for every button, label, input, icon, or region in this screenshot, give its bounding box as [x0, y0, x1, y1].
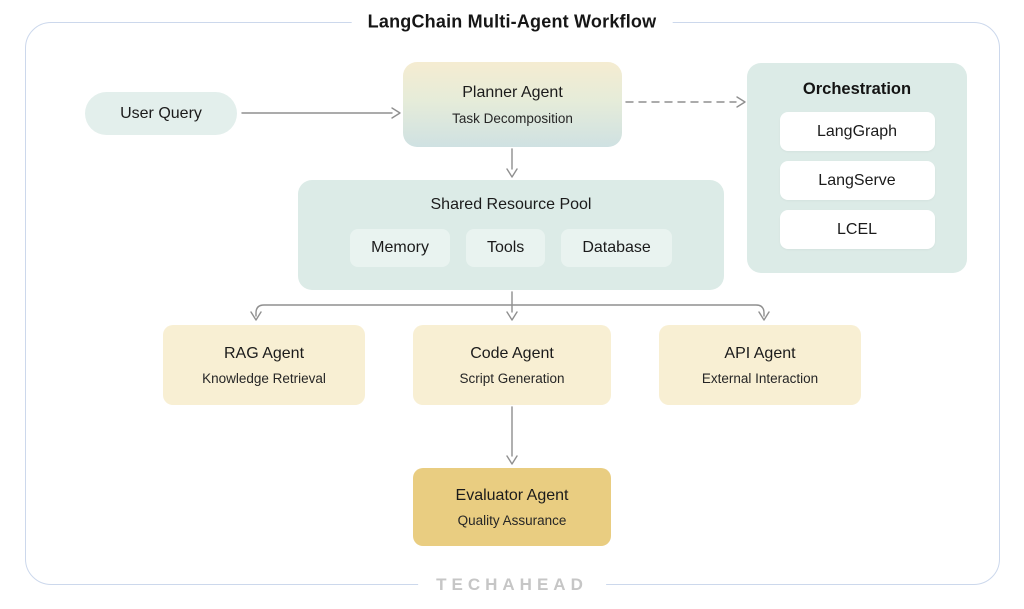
- orchestration-item-langserve: LangServe: [779, 161, 935, 200]
- planner-agent-title: Planner Agent: [462, 83, 563, 101]
- orchestration-title: Orchestration: [802, 80, 912, 98]
- api-agent-title: API Agent: [724, 344, 796, 362]
- api-agent-node: API Agent External Interaction: [659, 325, 861, 405]
- rag-agent-subtitle: Knowledge Retrieval: [202, 370, 326, 386]
- orchestration-item-lcel: LCEL: [779, 210, 935, 249]
- resource-pool-title: Shared Resource Pool: [430, 196, 592, 213]
- user-query-label: User Query: [120, 104, 202, 122]
- memory-chip: Memory: [350, 229, 450, 267]
- orchestration-panel: Orchestration LangGraph LangServe LCEL: [747, 63, 967, 273]
- rag-agent-node: RAG Agent Knowledge Retrieval: [163, 325, 365, 405]
- resource-pool-chips: Memory Tools Database: [350, 229, 672, 267]
- code-agent-node: Code Agent Script Generation: [413, 325, 611, 405]
- evaluator-agent-subtitle: Quality Assurance: [457, 512, 567, 528]
- user-query-node: User Query: [85, 92, 237, 135]
- evaluator-agent-title: Evaluator Agent: [455, 486, 569, 504]
- code-agent-title: Code Agent: [470, 344, 554, 362]
- planner-agent-node: Planner Agent Task Decomposition: [403, 62, 622, 147]
- brand-watermark: TECHAHEAD: [418, 573, 606, 597]
- api-agent-subtitle: External Interaction: [701, 370, 819, 386]
- code-agent-subtitle: Script Generation: [459, 370, 565, 386]
- diagram-title: LangChain Multi-Agent Workflow: [351, 9, 673, 35]
- orchestration-item-langgraph: LangGraph: [779, 112, 935, 151]
- rag-agent-title: RAG Agent: [223, 344, 305, 362]
- evaluator-agent-node: Evaluator Agent Quality Assurance: [413, 468, 611, 546]
- resource-pool-panel: Shared Resource Pool Memory Tools Databa…: [298, 180, 724, 290]
- planner-agent-subtitle: Task Decomposition: [452, 110, 573, 126]
- tools-chip: Tools: [465, 229, 546, 267]
- database-chip: Database: [561, 229, 672, 267]
